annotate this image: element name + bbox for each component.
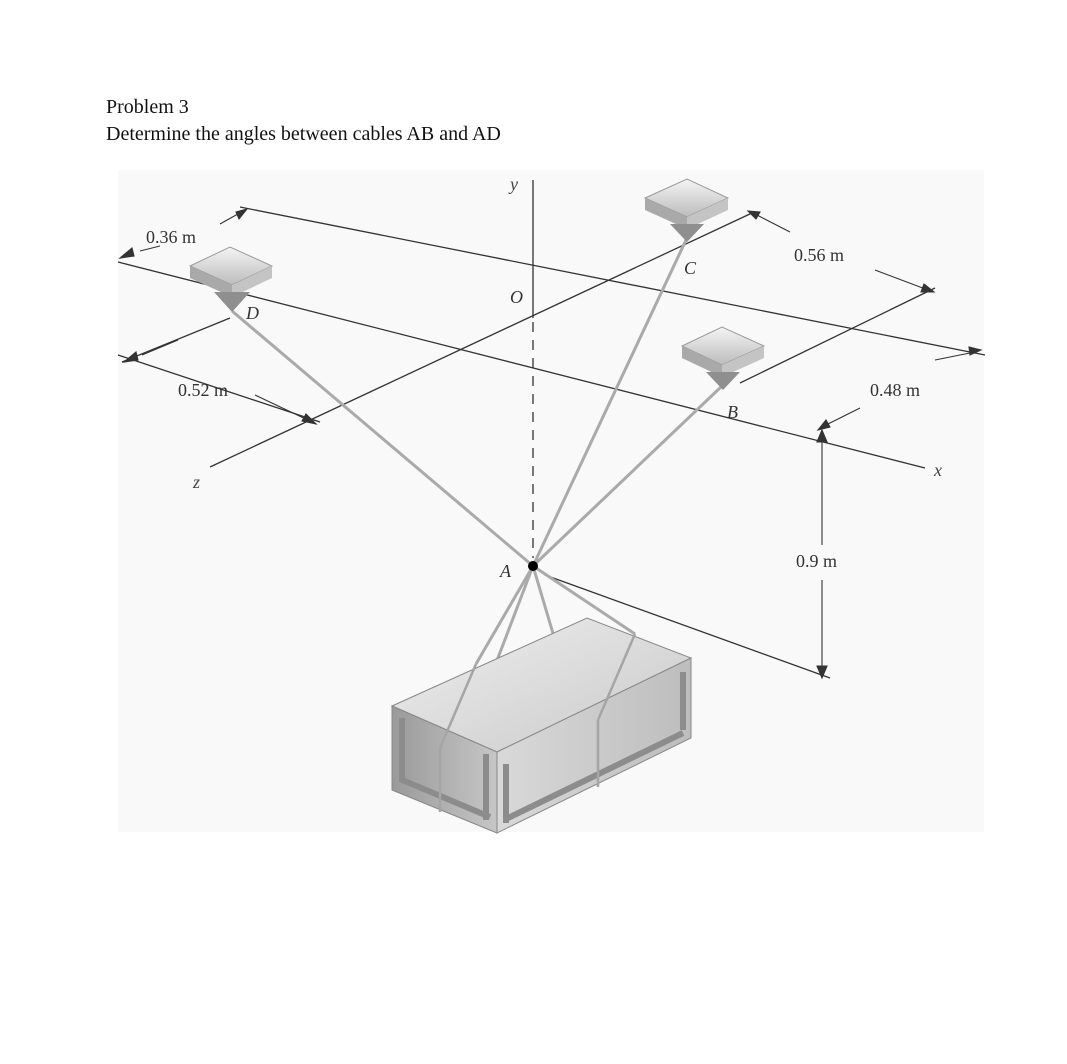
- point-label-C: C: [684, 258, 697, 278]
- cable-AC: [531, 239, 688, 567]
- cable-AB: [531, 384, 724, 568]
- problem-title: Problem 3: [106, 96, 189, 118]
- anchor-C: [643, 178, 730, 242]
- anchor-B: [680, 326, 766, 390]
- point-label-B: B: [727, 402, 738, 422]
- axis-label-y: y: [508, 174, 518, 194]
- axis-label-x: x: [933, 460, 942, 480]
- left-rail: [121, 317, 231, 363]
- lower-right-rail: [544, 574, 831, 679]
- dimension-0-9: 0.9 m: [796, 551, 837, 571]
- point-label-A: A: [499, 561, 512, 581]
- ceiling-frame: [117, 206, 986, 679]
- dimension-0-48: 0.48 m: [870, 380, 920, 400]
- front-rail-lower: [117, 354, 321, 423]
- sling-4: [532, 564, 636, 636]
- point-label-O: O: [510, 287, 523, 307]
- crate: [390, 617, 693, 834]
- x-axis-line: [117, 261, 926, 469]
- front-rail: [209, 212, 753, 468]
- right-rail: [739, 287, 936, 384]
- dimension-0-36: 0.36 m: [146, 227, 196, 247]
- crate-side: [496, 657, 692, 834]
- axis-label-z: z: [192, 472, 200, 492]
- problem-text: Problem 3 Determine the angles between c…: [106, 94, 501, 148]
- dimension-0-52: 0.52 m: [178, 380, 228, 400]
- dimension-0-56: 0.56 m: [794, 245, 844, 265]
- point-label-D: D: [245, 303, 259, 323]
- anchor-D: [188, 246, 274, 312]
- problem-statement: Determine the angles between cables AB a…: [106, 123, 501, 145]
- dimension-lines: [118, 208, 983, 680]
- point-A-dot: [528, 561, 538, 571]
- cable-AD: [231, 309, 534, 568]
- sling-1: [474, 565, 535, 665]
- back-rail: [239, 206, 986, 356]
